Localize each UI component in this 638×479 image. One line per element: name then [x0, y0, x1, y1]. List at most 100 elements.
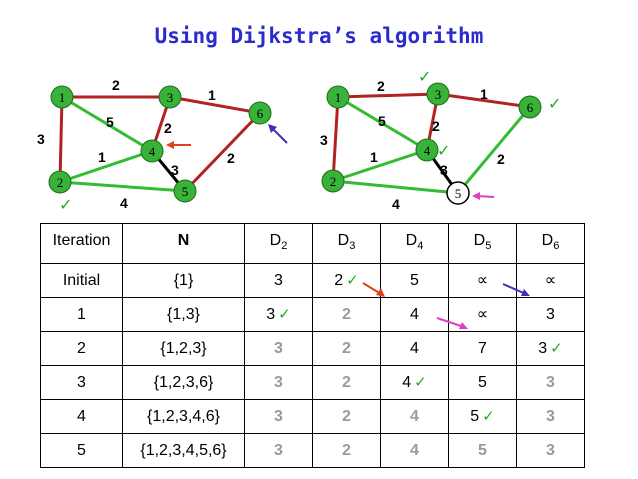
table-cell: 3: [244, 399, 313, 435]
graph-node: 3: [158, 85, 182, 109]
graph-node: 5: [173, 179, 197, 203]
edge-weight: 1: [98, 149, 106, 165]
page-title: Using Dijkstra’s algorithm: [154, 24, 484, 48]
edge-weight: 3: [171, 162, 179, 178]
table-cell: ∝: [516, 263, 585, 299]
edge-6-5: [456, 106, 532, 194]
edge-weight: 1: [370, 149, 378, 165]
table-cell: 4: [40, 399, 123, 435]
check-icon: ✓: [418, 67, 431, 86]
table-cell: 3: [244, 331, 313, 367]
check-icon: ✓: [550, 340, 563, 358]
table-cell: {1,3}: [122, 297, 245, 333]
table-cell: ∝: [448, 263, 517, 299]
table-cell: 5: [380, 263, 449, 299]
node-label: 2: [57, 175, 64, 190]
edge-weight: 2: [227, 150, 235, 166]
graph-node: 2: [48, 170, 72, 194]
table-cell: {1,2,3,4,5,6}: [122, 433, 245, 469]
table-cell: 5✓: [448, 399, 517, 435]
edge-3-6: [169, 95, 261, 115]
table-cell: 2✓: [312, 263, 381, 299]
node-label: 3: [167, 90, 174, 105]
graph-right: 2 1 5 2 3 1 3 2 4 1 3 6 4 2 5 ✓ ✓ ✓: [320, 67, 561, 212]
edge-weight: 2: [432, 118, 440, 134]
table-cell: {1,2,3}: [122, 331, 245, 367]
node-label: 2: [330, 174, 337, 189]
edge-weight: 4: [392, 196, 400, 212]
column-header-d3: D3: [312, 222, 381, 265]
table-cell: 4: [380, 331, 449, 367]
table-row: 2 {1,2,3} 3 2 4 7 3✓: [40, 331, 585, 367]
node-label: 6: [257, 106, 264, 121]
table-cell: 3: [516, 297, 585, 333]
table-cell: 2: [312, 433, 381, 469]
table-cell: 2: [312, 365, 381, 401]
check-icon: ✓: [414, 374, 427, 392]
node-label: 5: [455, 186, 462, 201]
check-icon: ✓: [59, 195, 72, 214]
check-icon: ✓: [482, 408, 495, 426]
distance-table: Iteration N D2 D3 D4 D5 D6 Initial {1} 3…: [40, 222, 585, 469]
edge-weight: 3: [440, 162, 448, 178]
column-header-d5: D5: [448, 222, 517, 265]
table-cell: {1,2,3,4,6}: [122, 399, 245, 435]
edge-weight: 2: [164, 120, 172, 136]
edge-weight: 3: [320, 132, 328, 148]
edge-2-5: [332, 179, 459, 195]
table-cell: 3: [244, 365, 313, 401]
edge-1-4: [61, 95, 153, 153]
table-cell: 4: [380, 399, 449, 435]
table-row: 1 {1,3} 3✓ 2 4 ∝ 3: [40, 297, 585, 333]
edge-2-5: [59, 180, 186, 193]
table-cell: 3✓: [244, 297, 313, 333]
graph-diagrams: 2 1 5 2 3 1 3 2 4 1 3 6 4 2 5 ✓: [37, 67, 561, 214]
table-cell: 2: [40, 331, 123, 367]
table-cell: ∝: [448, 297, 517, 333]
purple-arrow-icon: [268, 124, 288, 144]
graph-node: 4: [415, 138, 439, 162]
edge-3-6: [437, 92, 531, 109]
table-cell: 5: [448, 433, 517, 469]
node-label: 1: [59, 90, 66, 105]
magenta-arrow-icon: [472, 192, 495, 200]
column-header-n: N: [122, 222, 245, 265]
edge-1-3: [337, 92, 439, 99]
node-label: 4: [149, 144, 156, 159]
edge-1-4: [337, 95, 428, 152]
table-header-row: Iteration N D2 D3 D4 D5 D6: [40, 222, 585, 265]
edge-weight: 5: [378, 113, 386, 129]
table-cell: 4: [380, 433, 449, 469]
table-cell: 3: [40, 365, 123, 401]
check-icon: ✓: [278, 306, 291, 324]
table-cell: 5: [40, 433, 123, 469]
table-cell: 4✓: [380, 365, 449, 401]
table-cell: 1: [40, 297, 123, 333]
table-cell: 3: [244, 433, 313, 469]
graph-node: 2: [321, 169, 345, 193]
table-cell: {1}: [122, 263, 245, 299]
graph-node: 5: [446, 181, 470, 205]
red-arrow-icon: [166, 141, 191, 149]
edge-weight: 2: [497, 151, 505, 167]
table-row: 3 {1,2,3,6} 3 2 4✓ 5 3: [40, 365, 585, 401]
table-cell: 3: [516, 399, 585, 435]
edge-1-2: [331, 96, 340, 182]
edge-weight: 1: [208, 87, 216, 103]
graph-node: 4: [140, 139, 164, 163]
edge-weight: 1: [480, 86, 488, 102]
check-icon: ✓: [346, 272, 359, 290]
edge-2-4: [332, 148, 428, 183]
table-cell: 5: [448, 365, 517, 401]
table-cell: 3✓: [516, 331, 585, 367]
edge-2-4: [59, 149, 153, 184]
table-cell: 2: [312, 399, 381, 435]
node-label: 5: [182, 184, 189, 199]
column-header-iteration: Iteration: [40, 222, 123, 265]
graph-node: 1: [326, 85, 350, 109]
edge-6-5: [183, 111, 262, 193]
check-icon: ✓: [548, 94, 561, 113]
node-label: 1: [335, 90, 342, 105]
table-row: 4 {1,2,3,4,6} 3 2 4 5✓ 3: [40, 399, 585, 435]
table-row: Initial {1} 3 2✓ 5 ∝ ∝: [40, 263, 585, 299]
